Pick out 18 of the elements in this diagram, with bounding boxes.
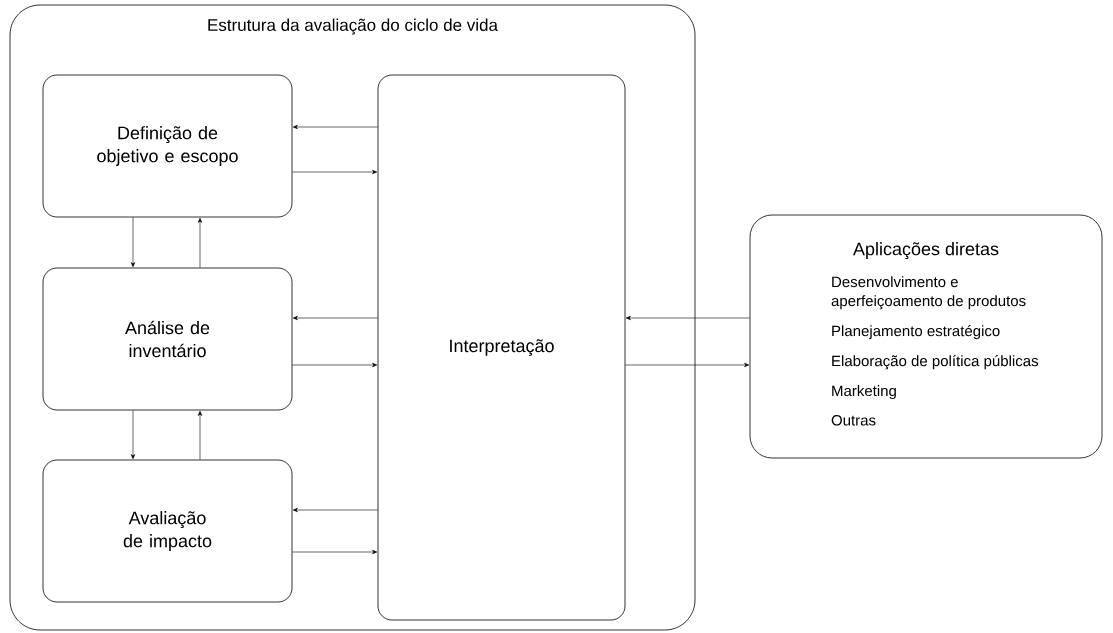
arrow [625,315,750,321]
frame-title: Estrutura da avaliação do ciclo de vida [208,18,498,35]
process-box: Avaliação de impacto [42,459,293,603]
process-box: Definição de objetivo e escopo [42,74,293,218]
arrow [292,362,378,368]
arrow [292,124,378,130]
arrow [197,217,203,268]
arrow [292,169,378,175]
arrow [292,315,378,321]
arrow [197,410,203,460]
application-box: Aplicações diretas Desenvolvimento e aperfeiçoamento de produtos Planejamento estratégico Elaboração de política públicas Marketing Outras [749,214,1103,459]
arrow [130,410,136,460]
arrow [292,549,378,555]
arrow [292,507,378,513]
process-box: Análise de inventário [42,267,293,411]
process-box: Interpretação [377,74,626,621]
arrow [130,217,136,268]
arrow [625,362,750,368]
